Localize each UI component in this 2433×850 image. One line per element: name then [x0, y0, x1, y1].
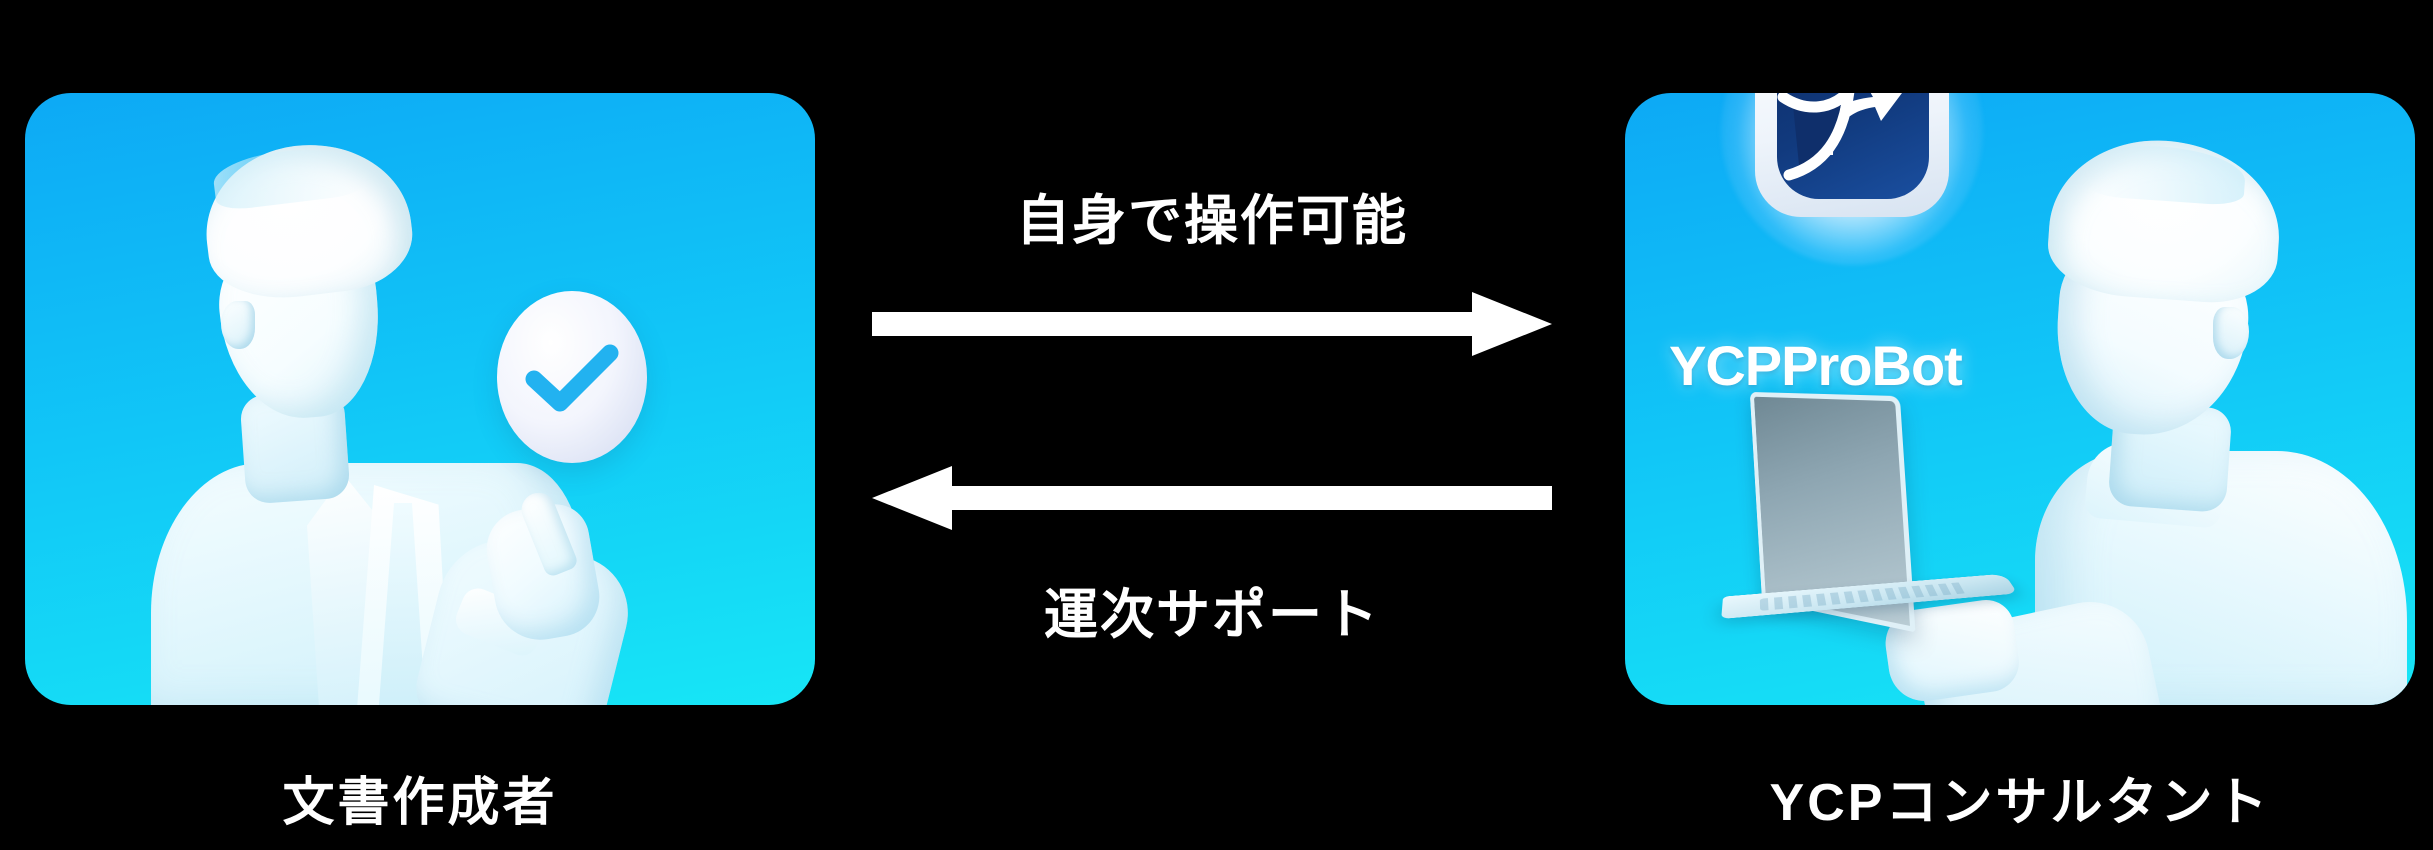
- check-circle-icon: [497, 291, 647, 463]
- left-node-caption: 文書作成者: [282, 774, 558, 832]
- left-node-card[interactable]: [25, 93, 815, 705]
- arrow-left-icon: [872, 466, 1552, 530]
- brand-name: YCPProBot: [1669, 334, 1963, 397]
- right-node-card[interactable]: YCPProBot: [1625, 93, 2415, 705]
- consultant-with-laptop-icon: [1625, 93, 2415, 705]
- ycp-probot-app-icon[interactable]: [1721, 93, 1983, 265]
- flow-forward-label: 自身で操作可能: [1016, 191, 1408, 251]
- ycp-probot-arrow-logo-icon: [1777, 93, 1929, 199]
- businessman-pointing-icon: [25, 93, 815, 705]
- right-node-caption: YCPコンサルタント: [1769, 774, 2271, 832]
- flow-backward-label: 運次サポート: [1044, 585, 1380, 645]
- laptop-icon: [1721, 391, 2041, 663]
- arrow-right-icon: [872, 292, 1552, 356]
